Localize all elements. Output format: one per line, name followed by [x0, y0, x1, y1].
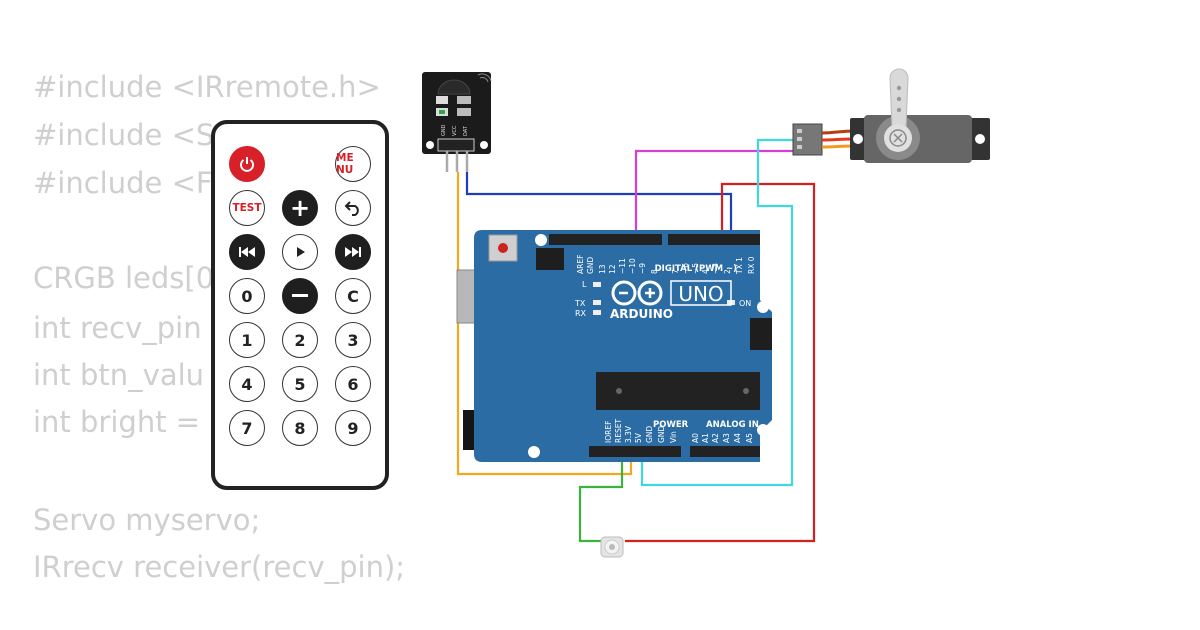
bottom-pin-label: A3: [722, 433, 731, 443]
led-l-label: L: [582, 280, 587, 289]
digit-3-button[interactable]: 3: [335, 322, 371, 358]
wire-magenta[interactable]: [634, 149, 796, 238]
power-label: POWER: [653, 420, 689, 430]
led-tx-label: TX: [574, 299, 586, 308]
minus-button[interactable]: [282, 278, 318, 314]
digit-1-button[interactable]: 1: [229, 322, 265, 358]
bottom-pin-label: A4: [733, 433, 742, 443]
bottom-pin-label: RESET: [614, 419, 623, 443]
code-line: CRGB leds[0: [33, 261, 215, 295]
top-pin-label: RX 0: [747, 256, 756, 274]
top-pin-label: 13: [598, 264, 607, 274]
next-button[interactable]: [335, 234, 371, 270]
wire-green[interactable]: [578, 452, 624, 543]
code-line: #include <IRremote.h>: [33, 70, 381, 104]
code-line: int recv_pin: [33, 311, 202, 345]
bottom-pin-label: IOREF: [604, 421, 613, 443]
minus-icon: [292, 294, 308, 297]
analog-label: ANALOG IN: [706, 420, 759, 430]
board-model: UNO: [678, 282, 723, 306]
bottom-pin-label: Vin: [669, 431, 678, 443]
play-button[interactable]: [282, 234, 318, 270]
digit-5-button[interactable]: 5: [282, 366, 318, 402]
menu-button[interactable]: ME NU: [335, 146, 371, 182]
top-pin-label: AREF: [576, 255, 585, 274]
power-button[interactable]: [229, 146, 265, 182]
top-pin-label: 2: [723, 269, 732, 274]
board-brand: ARDUINO: [610, 307, 673, 321]
top-pin-label: ~9: [638, 263, 647, 274]
digit-0-button[interactable]: 0: [229, 278, 265, 314]
ir-receiver-module[interactable]: GND VCC DAT: [422, 72, 492, 172]
rewind-icon: [239, 247, 255, 257]
c-button[interactable]: C: [335, 278, 371, 314]
led-rx-label: RX: [575, 309, 587, 318]
code-line: IRrecv receiver(recv_pin);: [33, 550, 406, 584]
bottom-pin-label: 3.3V: [624, 425, 633, 443]
wire-cyan[interactable]: [640, 138, 796, 487]
servo-motor[interactable]: [792, 68, 990, 163]
top-pin-label: 12: [608, 264, 617, 274]
code-line: int btn_valu: [33, 358, 205, 392]
bottom-pin-label: GND: [657, 426, 666, 443]
top-pin-label: ~3: [711, 263, 720, 274]
digit-9-button[interactable]: 9: [335, 410, 371, 446]
fast-forward-icon: [345, 247, 361, 257]
digit-7-button[interactable]: 7: [229, 410, 265, 446]
play-icon: [297, 247, 305, 257]
ir-pin-label: DAT: [463, 125, 469, 136]
top-pin-label: ~10: [628, 258, 637, 274]
top-pin-label: 4: [701, 269, 710, 274]
top-pin-label: ~11: [618, 258, 627, 274]
previous-button[interactable]: [229, 234, 265, 270]
code-line: #include <S: [33, 118, 215, 152]
digital-header-label: DIGITAL (PWM ~): [655, 264, 737, 274]
code-line: Servo myservo;: [33, 503, 261, 537]
bottom-pin-label: A1: [701, 433, 710, 443]
top-pin-label: TX 1: [735, 257, 744, 275]
ir-remote: ME NU TEST + 0 C 1 2 3 4 5 6 7 8: [211, 120, 389, 490]
bottom-pin-label: GND: [645, 426, 654, 443]
bottom-pin-label: A5: [745, 433, 754, 443]
bottom-pin-label: A2: [711, 433, 720, 443]
digit-2-button[interactable]: 2: [282, 322, 318, 358]
top-pin-label: 8: [650, 269, 659, 274]
test-button[interactable]: TEST: [229, 190, 265, 226]
wire-blue[interactable]: [465, 172, 733, 238]
led-on-label: ON: [739, 299, 751, 308]
digit-8-button[interactable]: 8: [282, 410, 318, 446]
rgb-led[interactable]: [600, 536, 624, 558]
top-pin-label: GND: [586, 257, 595, 274]
bottom-pin-label: A0: [691, 433, 700, 443]
plus-button[interactable]: +: [282, 190, 318, 226]
top-pin-label: ~6: [681, 263, 690, 274]
wires: [456, 138, 816, 543]
back-button[interactable]: [335, 190, 371, 226]
ir-pin-label: VCC: [452, 125, 458, 136]
bottom-pin-label: 5V: [634, 432, 643, 443]
wire-red[interactable]: [625, 182, 816, 543]
plus-icon: +: [289, 194, 311, 222]
back-arrow-icon: [344, 201, 359, 216]
arduino-uno-board[interactable]: UNO ARDUINO L TX RX ON DIGITAL (PWM ~) P…: [456, 230, 772, 462]
digit-4-button[interactable]: 4: [229, 366, 265, 402]
top-pin-label: 7: [671, 269, 680, 274]
digit-6-button[interactable]: 6: [335, 366, 371, 402]
ir-pin-label: GND: [441, 124, 447, 136]
top-pin-label: ~5: [691, 263, 700, 274]
code-line: #include <F: [33, 166, 213, 200]
power-icon: [240, 157, 254, 172]
